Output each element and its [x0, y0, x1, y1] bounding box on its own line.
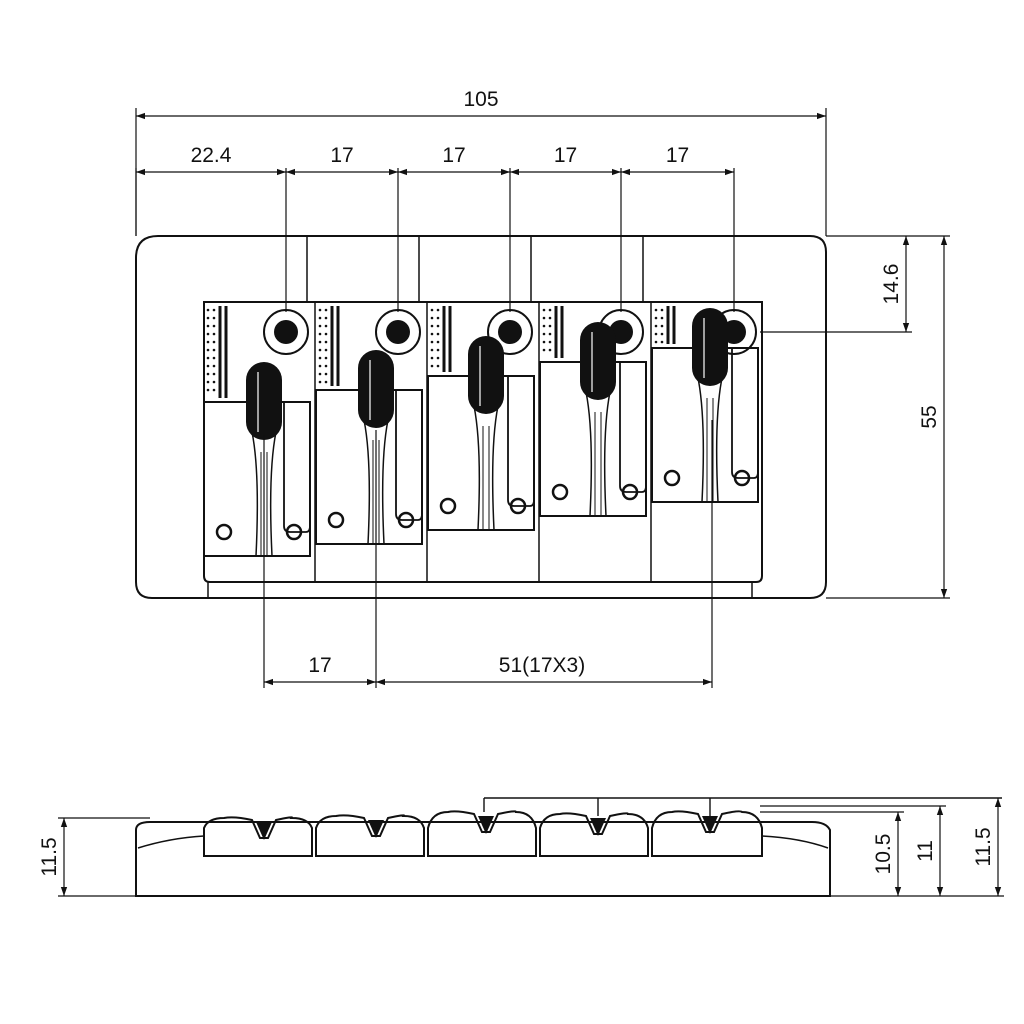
height-screw	[397, 511, 415, 529]
height-screw	[215, 523, 233, 541]
side-saddle	[539, 812, 649, 857]
height-screw	[509, 497, 527, 515]
dim-overall-width: 105	[135, 88, 827, 236]
saddle	[650, 302, 759, 582]
height-screw	[663, 469, 681, 487]
base-plate-outline	[135, 235, 827, 599]
top-view: 105 22.4 17 17 17 17 14.6 55 17 51(17X3)	[135, 88, 950, 688]
overall-depth-label: 55	[918, 405, 941, 428]
side-saddle	[315, 814, 425, 857]
saddle-notch	[246, 362, 282, 440]
saddle	[203, 306, 311, 557]
height-screw	[285, 523, 303, 541]
height-screw	[551, 483, 569, 501]
saddle-notch	[692, 308, 728, 386]
string-spacing-label: 17	[442, 144, 465, 167]
height-screw	[439, 497, 457, 515]
height-label-1: 10.5	[872, 834, 895, 875]
string-spacing-label: 17	[666, 144, 689, 167]
string-spacing-label: 17	[554, 144, 577, 167]
side-saddle	[651, 810, 763, 857]
dim-depth: 14.6 55	[760, 235, 950, 599]
dim-right-heights: 10.5 11 11.5	[760, 798, 1004, 897]
saddle	[538, 302, 647, 582]
saddles	[203, 302, 759, 582]
left-height-label: 11.5	[38, 837, 61, 876]
string-lines	[135, 168, 735, 312]
saddle-notch	[358, 350, 394, 428]
string-hole	[274, 320, 298, 344]
height-screw	[621, 483, 639, 501]
hole-depth-label: 14.6	[880, 264, 903, 305]
height-label-3: 11.5	[972, 827, 995, 866]
height-screw	[733, 469, 751, 487]
string-hole	[498, 320, 522, 344]
overall-width-label: 105	[463, 88, 498, 111]
side-saddles	[203, 810, 763, 857]
plate-dividers	[306, 236, 644, 302]
dim-saddle-spacing: 17 51(17X3)	[263, 420, 713, 688]
dim-string-spacing: 22.4 17 17 17 17	[136, 144, 734, 176]
side-saddle	[427, 810, 537, 857]
string-spacing-label: 17	[330, 144, 353, 167]
saddle	[314, 302, 423, 582]
height-screw	[327, 511, 345, 529]
side-view: 11.5 10.5 11 11.5	[38, 797, 1004, 897]
saddle	[426, 302, 535, 582]
side-base-outline	[135, 821, 831, 897]
dim-left-height: 11.5	[38, 817, 150, 897]
saddle-spacing-label: 17	[308, 654, 331, 677]
saddle-notch	[580, 322, 616, 400]
string-hole	[386, 320, 410, 344]
height-label-2: 11	[914, 840, 937, 862]
saddle-span-label: 51(17X3)	[499, 654, 585, 677]
saddle-notch	[468, 336, 504, 414]
saddle-cavity	[203, 301, 763, 583]
side-saddle	[203, 816, 313, 857]
first-spacing-label: 22.4	[191, 144, 232, 167]
